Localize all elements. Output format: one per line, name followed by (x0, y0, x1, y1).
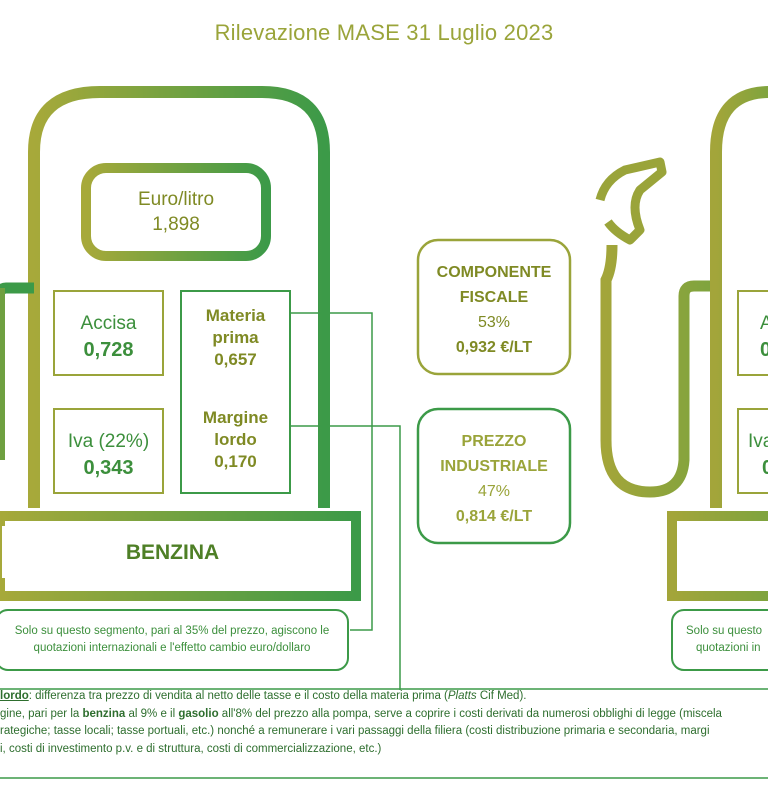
right-pump-base (667, 511, 768, 601)
left-note-box (0, 609, 349, 671)
page-title: Rilevazione MASE 31 Luglio 2023 (214, 20, 554, 45)
accisa-label: Accisa (80, 313, 137, 334)
industrial-label-2: INDUSTRIALE (440, 458, 548, 475)
accisa-box (53, 290, 164, 376)
fiscal-box (416, 238, 572, 376)
right-note-line-2: quotazioni in (696, 642, 761, 654)
right-iva-box (737, 408, 768, 494)
right-pump-body (710, 86, 768, 508)
fuel-label: BENZINA (125, 541, 220, 564)
left-pump-base (0, 511, 361, 601)
price-value: 1,898 (152, 213, 200, 235)
left-price-display (81, 163, 271, 261)
footnote-line-4: i, costi di investimento p.v. e di strut… (0, 742, 382, 755)
footnote: lordo: differenza tra prezzo di vendita … (0, 688, 768, 758)
iva-label: Iva (22%) (67, 431, 150, 452)
fiscal-label-2: FISCALE (459, 289, 529, 306)
right-iva-value: 0 (762, 456, 768, 479)
fuel-label-box (2, 526, 345, 578)
industrial-value: 0,814 €/LT (455, 508, 533, 525)
iva-box (53, 408, 164, 494)
connector-materia (290, 312, 373, 631)
left-pump-body (28, 86, 330, 508)
materia-label-1: Materia (205, 306, 266, 325)
margine-value: 0,170 (214, 452, 257, 472)
materia-margine-box (180, 290, 291, 494)
industrial-box (416, 407, 572, 545)
materia-label-2: prima (212, 328, 259, 348)
industrial-percent: 47% (477, 483, 511, 500)
left-note-line-2: quotazioni internazionali e l'effetto ca… (33, 642, 311, 654)
fiscal-value: 0,932 €/LT (455, 339, 533, 356)
iva-value: 0,343 (83, 456, 134, 479)
connector-margine (290, 425, 401, 690)
right-pump-hose (600, 244, 712, 498)
footnote-line-2: gine, pari per la benzina al 9% e il gas… (0, 707, 722, 720)
right-accisa-value: 0 (760, 338, 768, 361)
fiscal-percent: 53% (477, 314, 511, 331)
materia-value: 0,657 (214, 350, 257, 370)
industrial-label-1: PREZZO (461, 433, 527, 450)
price-label: Euro/litro (137, 189, 215, 210)
margine-label-2: lordo (214, 430, 257, 450)
right-iva-label: Iva (748, 431, 768, 452)
right-accisa-label: A (760, 313, 768, 334)
footnote-line-1: lordo: differenza tra prezzo di vendita … (0, 690, 527, 702)
right-note-line-1: Solo su questo (686, 625, 763, 637)
fiscal-label-1: COMPONENTE (436, 264, 552, 281)
right-nozzle-icon (595, 157, 667, 245)
left-note-line-1: Solo su questo segmento, pari al 35% del… (14, 625, 330, 637)
margine-label-1: Margine (202, 408, 269, 427)
accisa-value: 0,728 (83, 338, 134, 361)
right-accisa-box (737, 290, 768, 376)
right-note-box (671, 609, 768, 671)
footnote-line-3: rategiche; tasse locali; tasse portuali,… (0, 725, 710, 737)
left-pump-hose (0, 282, 34, 295)
